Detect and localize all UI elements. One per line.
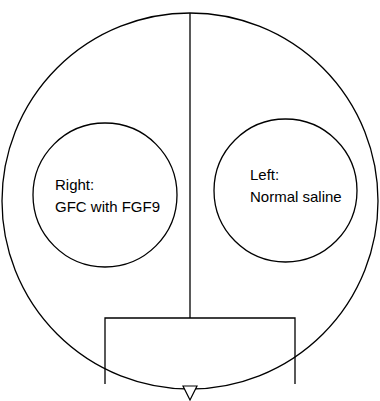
text-block: Left:Normal saline [250, 164, 342, 208]
side-heading: Left: [250, 164, 342, 186]
text-block: Right:GFC with FGF9 [55, 174, 160, 218]
head-circle [2, 13, 378, 389]
treatment-label: Normal saline [250, 186, 342, 208]
circle-outline [33, 123, 177, 267]
circle-region: Right:GFC with FGF9 [32, 122, 178, 268]
nose-triangle [183, 386, 197, 400]
snout-rectangle [105, 318, 295, 384]
circle-outline [214, 119, 357, 262]
treatment-label: GFC with FGF9 [55, 196, 160, 218]
circle-region: Left:Normal saline [213, 118, 358, 263]
side-heading: Right: [55, 174, 160, 196]
midline [189, 13, 190, 318]
circle-outline [32, 122, 178, 268]
